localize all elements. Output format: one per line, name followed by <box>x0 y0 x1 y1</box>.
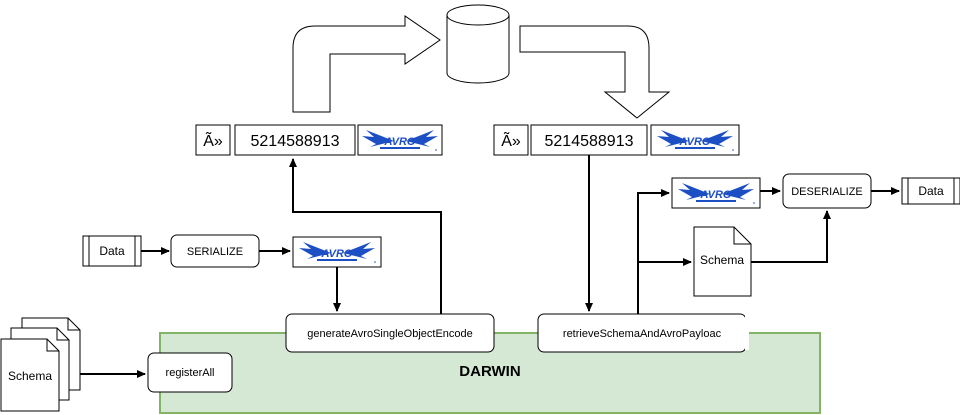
encode-node[interactable]: generateAvroSingleObjectEncode <box>285 313 495 353</box>
deserialize-node[interactable]: DESERIALIZE <box>782 173 872 209</box>
schema-document-node[interactable]: Schema <box>693 226 752 297</box>
left-fingerprint-text: 5214588913 <box>251 133 340 150</box>
left-single-object-frame: Ã» 5214588913 AVRO <box>195 124 443 156</box>
schema-stack-node[interactable]: Schema <box>0 317 81 412</box>
right-magic-text: Ã» <box>501 130 521 150</box>
data-output-label: Data <box>918 184 944 198</box>
schema-document-label: Schema <box>700 253 744 267</box>
right-fingerprint-cell <box>530 124 648 156</box>
register-all-node[interactable]: registerAll <box>147 352 233 393</box>
database-icon <box>446 4 510 84</box>
serialized-avro-payload: AVRO <box>292 236 382 268</box>
right-magic-cell <box>493 124 529 156</box>
svg-text:AVRO: AVRO <box>384 136 416 148</box>
edge-retrieve-to-payload <box>637 189 670 314</box>
edge-encode-to-frame <box>289 158 442 314</box>
right-frame-avro-logo: AVRO <box>650 124 740 156</box>
svg-text:AVRO: AVRO <box>679 136 711 148</box>
right-single-object-frame: Ã» 5214588913 AVRO <box>493 124 740 156</box>
left-fingerprint-cell <box>234 124 356 156</box>
serialize-label: SERIALIZE <box>187 246 243 258</box>
data-input-node[interactable]: Data <box>82 235 142 267</box>
retrieve-label: retrieveSchemaAndAvroPayloac <box>563 328 722 340</box>
svg-text:AVRO: AVRO <box>700 189 732 201</box>
svg-text:AVRO: AVRO <box>321 248 353 260</box>
edge-schema-to-deserialize <box>751 210 831 263</box>
register-all-label: registerAll <box>166 367 215 379</box>
data-input-label: Data <box>99 244 125 258</box>
left-magic-text: Ã» <box>203 130 223 150</box>
connectors <box>80 155 900 378</box>
fetch-arrow-shape <box>519 25 671 119</box>
encode-label: generateAvroSingleObjectEncode <box>307 328 473 340</box>
store-arrow-shape <box>292 15 441 113</box>
schema-stack-label: Schema <box>8 369 52 383</box>
darwin-label: DARWIN <box>459 363 520 380</box>
retrieve-node[interactable]: retrieveSchemaAndAvroPayloac <box>537 313 749 353</box>
left-frame-avro-logo: AVRO <box>357 124 443 156</box>
serialize-node[interactable]: SERIALIZE <box>170 234 260 268</box>
left-magic-cell <box>195 124 231 156</box>
retrieved-avro-payload: AVRO <box>671 177 761 209</box>
data-output-node[interactable]: Data <box>901 177 960 205</box>
right-fingerprint-text: 5214588913 <box>545 133 634 150</box>
deserialize-label: DESERIALIZE <box>791 186 863 198</box>
